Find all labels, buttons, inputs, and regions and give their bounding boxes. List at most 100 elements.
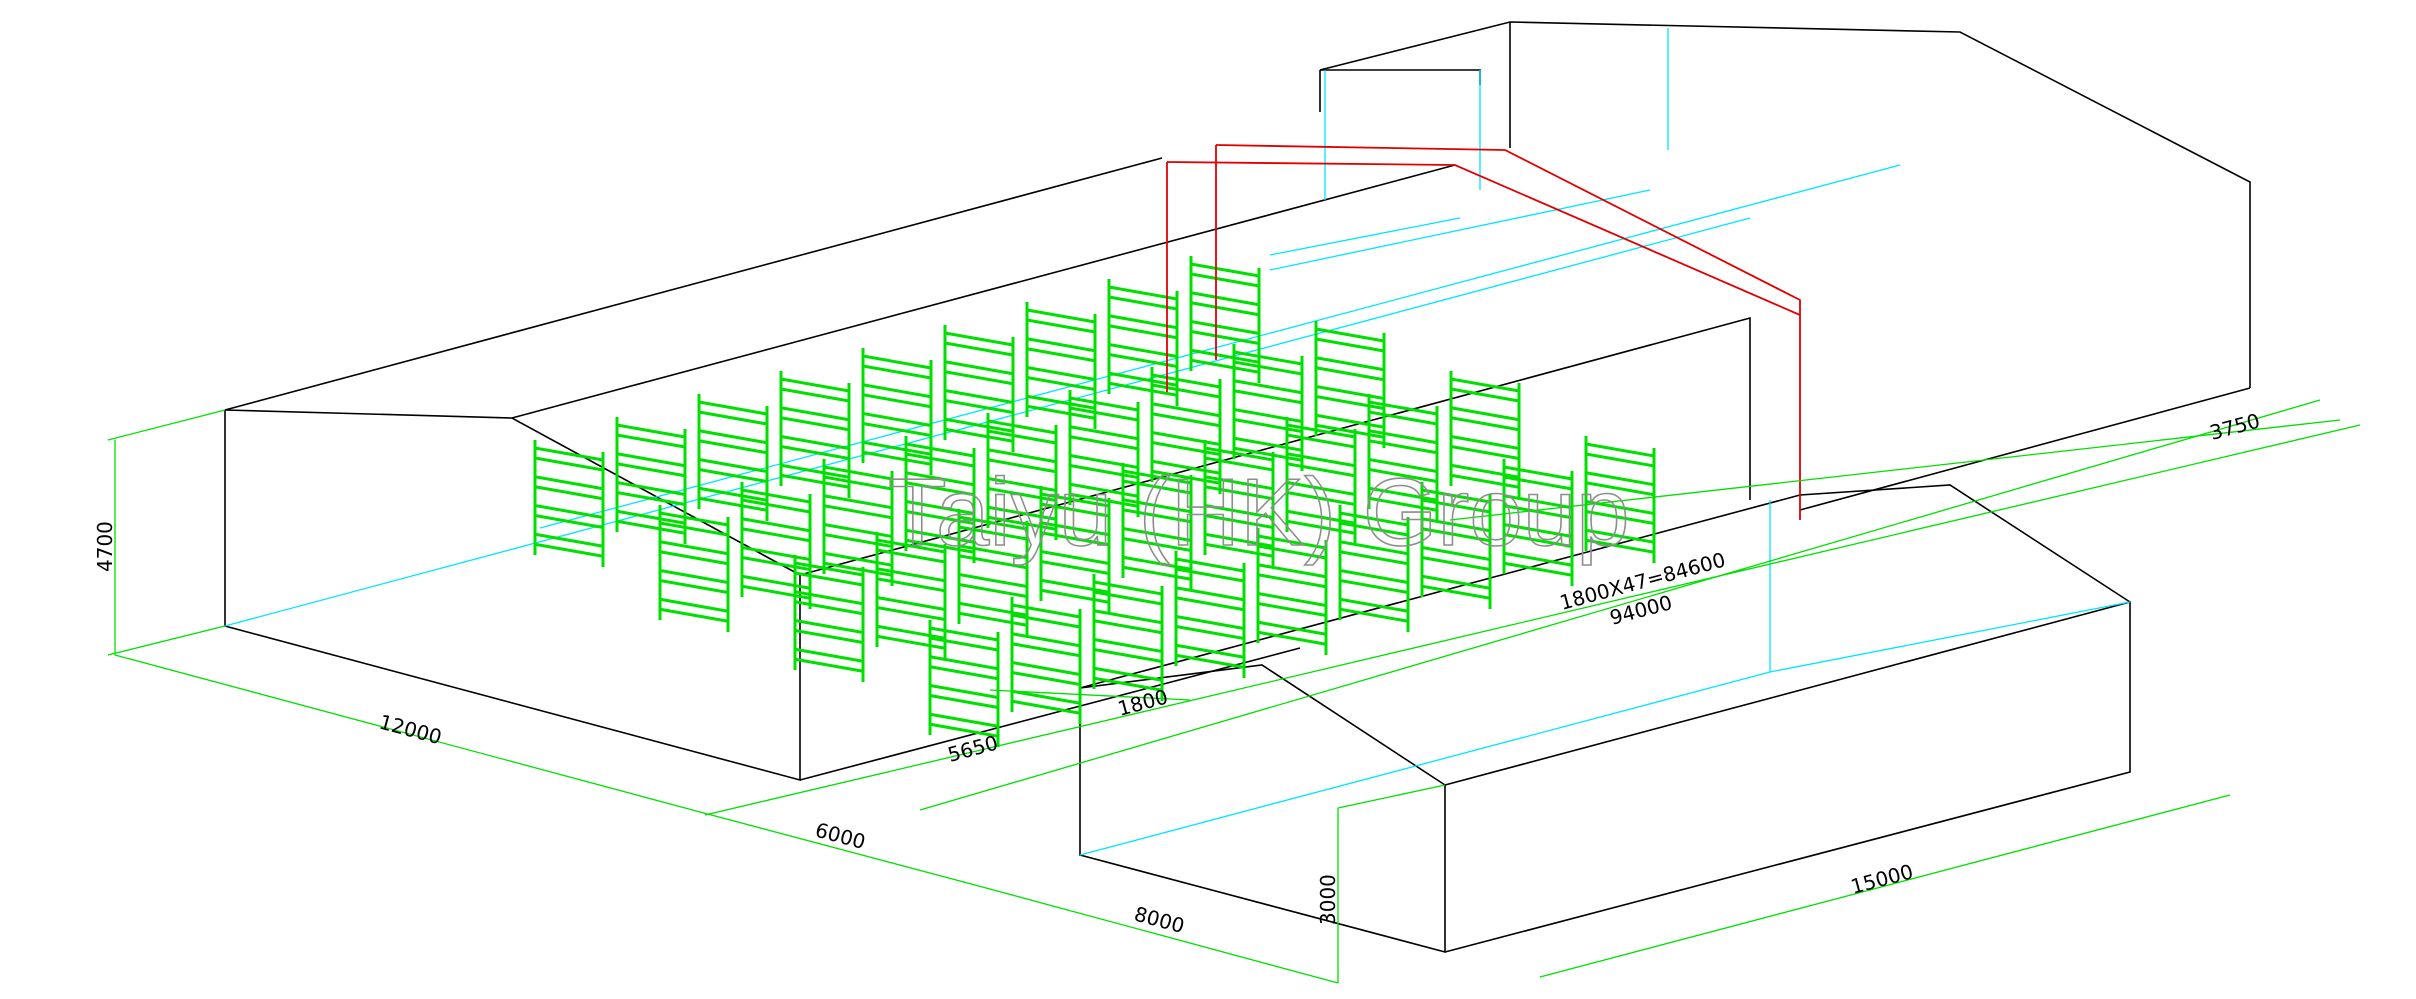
rail-upper-lines bbox=[1269, 189, 1651, 271]
cage-rack bbox=[1420, 482, 1492, 609]
cage-rack bbox=[957, 509, 1029, 636]
cage-rack-frame bbox=[928, 620, 1000, 747]
dim-line-house-length bbox=[704, 424, 2361, 816]
cage-rack bbox=[793, 555, 865, 682]
dim-line-cage-pitch bbox=[989, 689, 1191, 701]
cage-rack-frame bbox=[957, 509, 1029, 636]
cage-rack-frame bbox=[533, 440, 605, 567]
cage-rack-frame bbox=[1121, 463, 1193, 590]
main-house-rear-base bbox=[1799, 387, 2251, 511]
cage-rack-frame bbox=[943, 325, 1015, 452]
cage-rack-frame bbox=[1025, 302, 1097, 429]
main-house-vent-box bbox=[1319, 69, 1481, 112]
cage-rack bbox=[740, 482, 812, 609]
cyan-rails bbox=[224, 28, 2131, 856]
cage-rack-frame bbox=[1256, 528, 1328, 655]
dim-label-main-height: 4700 bbox=[93, 521, 117, 572]
cage-rack-frame bbox=[1039, 486, 1111, 613]
cage-rack bbox=[1150, 367, 1222, 494]
cage-rack bbox=[1068, 390, 1140, 517]
cage-rack-frame bbox=[1367, 394, 1439, 521]
dim-label-annex-length: 8000 bbox=[1132, 902, 1187, 938]
dim-label-annex-width: 15000 bbox=[1848, 859, 1916, 899]
cage-rack bbox=[928, 620, 1000, 747]
red-pipe-mid-run bbox=[1215, 144, 1801, 520]
cage-rack bbox=[1203, 440, 1275, 567]
cage-rack-frame bbox=[875, 532, 947, 659]
dim-line-cage-run bbox=[919, 399, 2321, 811]
annex-roof-and-base bbox=[1079, 484, 2131, 953]
cage-rack bbox=[697, 394, 769, 521]
dim-label-annex-height: 3000 bbox=[1316, 874, 1340, 925]
dim-label-end-offset: 5650 bbox=[945, 730, 1000, 766]
annex-gable bbox=[1079, 664, 1446, 786]
rail-annex-floor bbox=[1079, 601, 2131, 856]
cage-rack-frame bbox=[697, 394, 769, 521]
annex-building-outline bbox=[1079, 484, 2131, 954]
cage-rack bbox=[943, 325, 1015, 452]
cage-rack-frame bbox=[1174, 551, 1246, 678]
main-house-right-eave bbox=[799, 316, 1751, 576]
cage-rack bbox=[822, 459, 894, 586]
cage-rack-frame bbox=[861, 348, 933, 475]
cage-rack-frame bbox=[658, 505, 730, 632]
cage-rack-frame bbox=[904, 436, 976, 563]
watermark-text: Taiyu (HK) Group bbox=[888, 459, 1630, 566]
cage-rack-frame bbox=[822, 459, 894, 586]
cage-rack-frame bbox=[1338, 505, 1410, 632]
cage-rack-frame bbox=[1150, 367, 1222, 494]
dim-line-main-height bbox=[107, 409, 226, 656]
cage-rack bbox=[1314, 321, 1386, 448]
cage-rack-frame bbox=[1502, 459, 1574, 586]
cage-rack bbox=[1121, 463, 1193, 590]
cage-rack bbox=[1285, 417, 1357, 544]
cage-rack bbox=[861, 348, 933, 475]
cage-racks bbox=[533, 256, 1656, 747]
annex-eave bbox=[1444, 601, 2131, 786]
cage-rack-frame bbox=[1107, 279, 1179, 406]
main-house-front-ridge bbox=[511, 164, 1456, 419]
cage-rack bbox=[875, 532, 947, 659]
dim-label-main-width: 12000 bbox=[377, 710, 445, 750]
cage-rack bbox=[533, 440, 605, 567]
cage-rack bbox=[1174, 551, 1246, 678]
cage-rack bbox=[1256, 528, 1328, 655]
cage-rack-frame bbox=[740, 482, 812, 609]
cage-rack bbox=[1338, 505, 1410, 632]
cage-rack-frame bbox=[1584, 436, 1656, 563]
cage-rack-frame bbox=[1449, 371, 1521, 498]
cage-rack-frame bbox=[1010, 597, 1082, 724]
cage-rack-frame bbox=[1189, 256, 1261, 383]
main-house-rear-roof bbox=[1319, 21, 2251, 388]
cage-rack-frame bbox=[1232, 344, 1304, 471]
cage-rack bbox=[986, 413, 1058, 540]
cage-rack bbox=[1025, 302, 1097, 429]
cage-rack bbox=[615, 417, 687, 544]
cage-rack-frame bbox=[1420, 482, 1492, 609]
cage-rack bbox=[1010, 597, 1082, 724]
cage-rack bbox=[1502, 459, 1574, 586]
cage-rack bbox=[1189, 256, 1261, 383]
dim-line-annex-width bbox=[1539, 794, 2231, 978]
cage-rack bbox=[1584, 436, 1656, 563]
red-pipe-left-run bbox=[1166, 161, 1801, 316]
rail-vertical-posts bbox=[1324, 28, 1669, 200]
cage-rack bbox=[779, 371, 851, 498]
dim-line-annex-height bbox=[1337, 784, 1446, 983]
cage-rack bbox=[1092, 574, 1164, 701]
cage-rack bbox=[1107, 279, 1179, 406]
annex-front-corner bbox=[1079, 688, 1446, 954]
dim-label-rear-offset: 3750 bbox=[2207, 408, 2262, 444]
dimension-lines bbox=[107, 399, 2361, 984]
cage-rack bbox=[1232, 344, 1304, 471]
red-pipe bbox=[1166, 144, 1801, 520]
cage-rack-frame bbox=[1092, 574, 1164, 701]
dim-label-entry-gap: 6000 bbox=[813, 818, 868, 854]
cage-rack bbox=[904, 436, 976, 563]
main-house-left-eave bbox=[224, 157, 1163, 411]
cage-rack bbox=[1039, 486, 1111, 613]
cage-rack-frame bbox=[615, 417, 687, 544]
cage-rack-frame bbox=[779, 371, 851, 498]
dim-line-rear-offset bbox=[1449, 419, 2341, 521]
